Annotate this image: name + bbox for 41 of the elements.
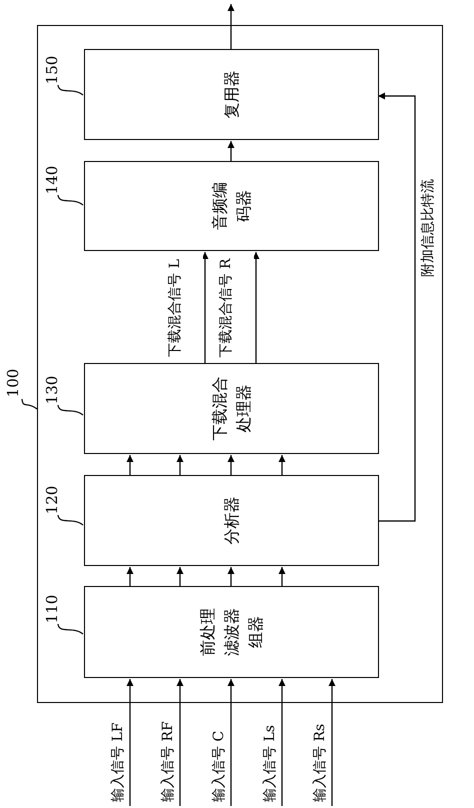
leader-line [57, 514, 84, 526]
block-box [84, 363, 379, 454]
arrow [278, 679, 286, 806]
arrow [176, 455, 184, 476]
arrow [202, 252, 208, 364]
block-box [84, 586, 379, 678]
arrow [228, 679, 234, 806]
arrow [278, 455, 286, 476]
block-label: 音频编码器 [208, 182, 254, 230]
block-label: 下载混合处理器 [208, 376, 254, 440]
arrow [278, 567, 286, 587]
reference-numeral: 110 [43, 594, 61, 624]
leader-line [57, 404, 84, 416]
leader-line [57, 194, 84, 206]
arrow [228, 455, 234, 476]
reference-numeral: 130 [43, 375, 61, 405]
arrow [228, 4, 234, 50]
arrow [252, 252, 260, 364]
reference-numeral: 150 [43, 55, 61, 85]
block-label: 分析器 [220, 496, 242, 546]
leader-line [21, 398, 38, 410]
reference-numeral: 100 [4, 366, 24, 400]
system-boundary-box [37, 25, 443, 703]
block-label: 复用器 [220, 70, 242, 120]
arrow [328, 679, 336, 806]
block-label: 前处理滤波器组器 [196, 608, 266, 656]
leader-line [57, 84, 84, 96]
arrow [228, 141, 234, 162]
block-box [84, 49, 379, 140]
arrow [126, 455, 134, 476]
arrow [228, 567, 234, 587]
arrow [126, 567, 134, 587]
block-box [84, 161, 379, 251]
arrow [176, 679, 184, 806]
arrow [176, 567, 184, 587]
leader-line [57, 624, 84, 634]
reference-numeral: 140 [43, 165, 61, 195]
arrow [126, 679, 134, 806]
reference-numeral: 120 [43, 485, 61, 515]
arrow [378, 92, 416, 522]
block-box [84, 475, 379, 566]
